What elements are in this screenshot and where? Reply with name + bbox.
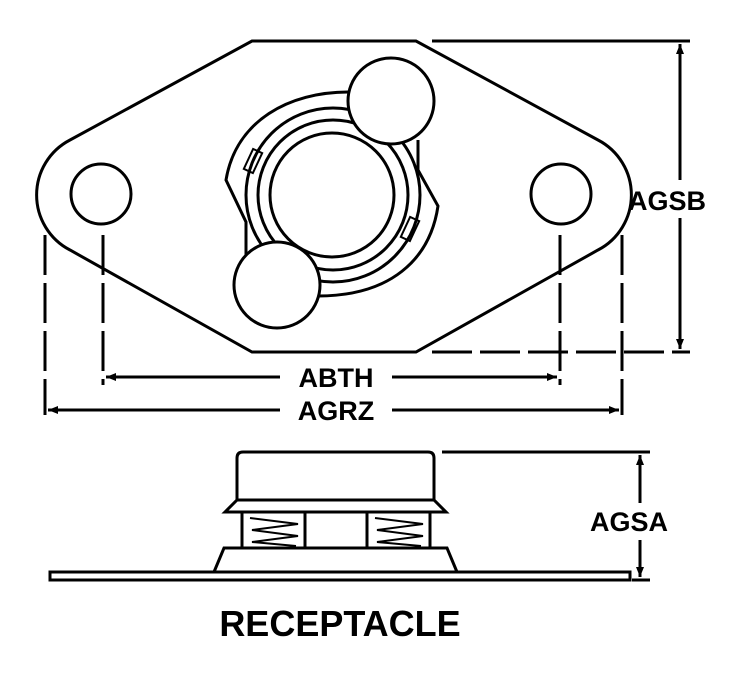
spring-left — [249, 517, 299, 547]
diagram-caption: RECEPTACLE — [219, 603, 460, 644]
center-bore — [268, 131, 396, 259]
dimension-agsb: AGSB — [432, 39, 706, 354]
dimension-label-agsa: AGSA — [590, 507, 668, 537]
dimension-label-abth: ABTH — [299, 363, 374, 393]
mounting-hole-right — [529, 162, 593, 226]
spring-right — [374, 517, 424, 547]
latch-tab-right — [399, 215, 421, 243]
dimension-agsa: AGSA — [442, 450, 668, 582]
dimension-label-agrz: AGRZ — [298, 396, 375, 426]
base-plate — [48, 570, 632, 582]
retainer-ring-outer — [244, 106, 422, 284]
dimension-label-agsb: AGSB — [628, 186, 706, 216]
spring-housing — [240, 510, 432, 550]
stud-ear-lower — [232, 240, 322, 330]
flange — [221, 498, 450, 514]
mounting-hole-left — [69, 162, 133, 226]
stud-ear-upper — [346, 56, 436, 146]
cap — [235, 450, 436, 500]
dimension-agrz: AGRZ — [43, 235, 624, 426]
base-boss — [212, 546, 459, 573]
latch-tab-left — [242, 147, 264, 175]
retainer-ring-inner — [256, 118, 410, 272]
mounting-plate-outline — [35, 39, 633, 354]
top-view — [35, 39, 633, 354]
housing-outline — [224, 90, 440, 298]
dimension-abth: ABTH — [101, 235, 562, 393]
side-view — [48, 450, 632, 582]
